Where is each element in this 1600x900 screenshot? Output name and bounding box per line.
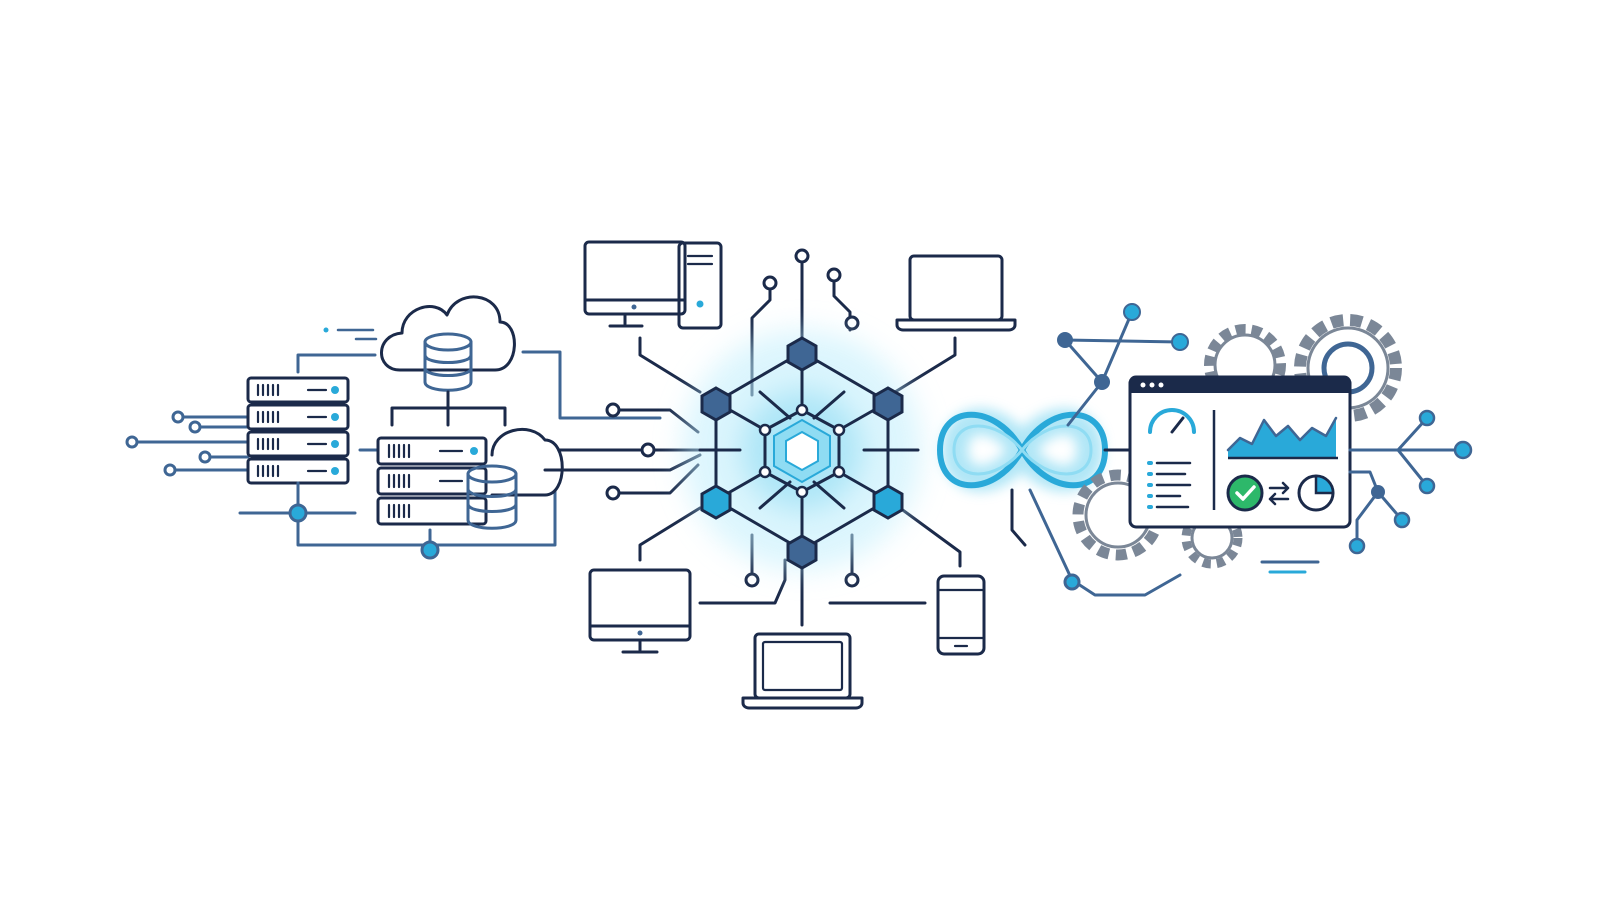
antenna-nodes	[744, 248, 860, 588]
device-link-line	[893, 336, 957, 394]
left-to-hub-lines	[543, 408, 702, 495]
right-output-nodes	[1348, 409, 1473, 555]
laptop-icon	[741, 632, 864, 710]
pie-chart-icon	[1297, 474, 1335, 512]
database-cylinder-icon	[423, 332, 473, 392]
hexagon-network-icon	[682, 330, 922, 570]
database-server-icon	[376, 427, 564, 526]
device-link-line	[898, 506, 962, 568]
hex-node-icon	[700, 336, 904, 570]
area-chart-icon	[1226, 416, 1338, 460]
left-input-nodes	[125, 410, 212, 477]
cloud-out-line	[521, 350, 662, 420]
list-icon	[1147, 461, 1192, 509]
bus-node	[420, 540, 440, 560]
left-input-lines	[130, 415, 250, 472]
bus-node	[288, 503, 308, 523]
desktop-tower-icon	[583, 240, 723, 330]
server-status-lights	[331, 386, 339, 475]
monitor-icon	[588, 568, 692, 654]
dashboard-window-icon	[1128, 375, 1352, 529]
node-dot	[188, 420, 202, 434]
cloud-link-bracket	[390, 406, 507, 427]
smartphone-icon	[936, 574, 986, 656]
device-link-line	[638, 336, 702, 394]
server-rack-icon	[246, 376, 350, 485]
network-graph-icon	[1057, 303, 1189, 427]
gauge-icon	[1148, 408, 1196, 434]
laptop-icon	[895, 254, 1017, 332]
database-cylinder-icon	[466, 464, 518, 530]
infinity-out-line	[1028, 488, 1182, 597]
dash-marks-left	[336, 328, 378, 341]
check-circle-icon	[1226, 474, 1264, 512]
node-dot	[125, 435, 139, 449]
node-dot	[198, 450, 212, 464]
cloud-database-icon	[380, 295, 516, 372]
device-link-line	[638, 506, 702, 562]
node-dot	[171, 410, 185, 424]
node-dot	[163, 463, 177, 477]
left-hub-nodes	[605, 402, 656, 501]
sync-arrows-icon	[1268, 481, 1290, 506]
infinity-icon	[937, 408, 1108, 492]
